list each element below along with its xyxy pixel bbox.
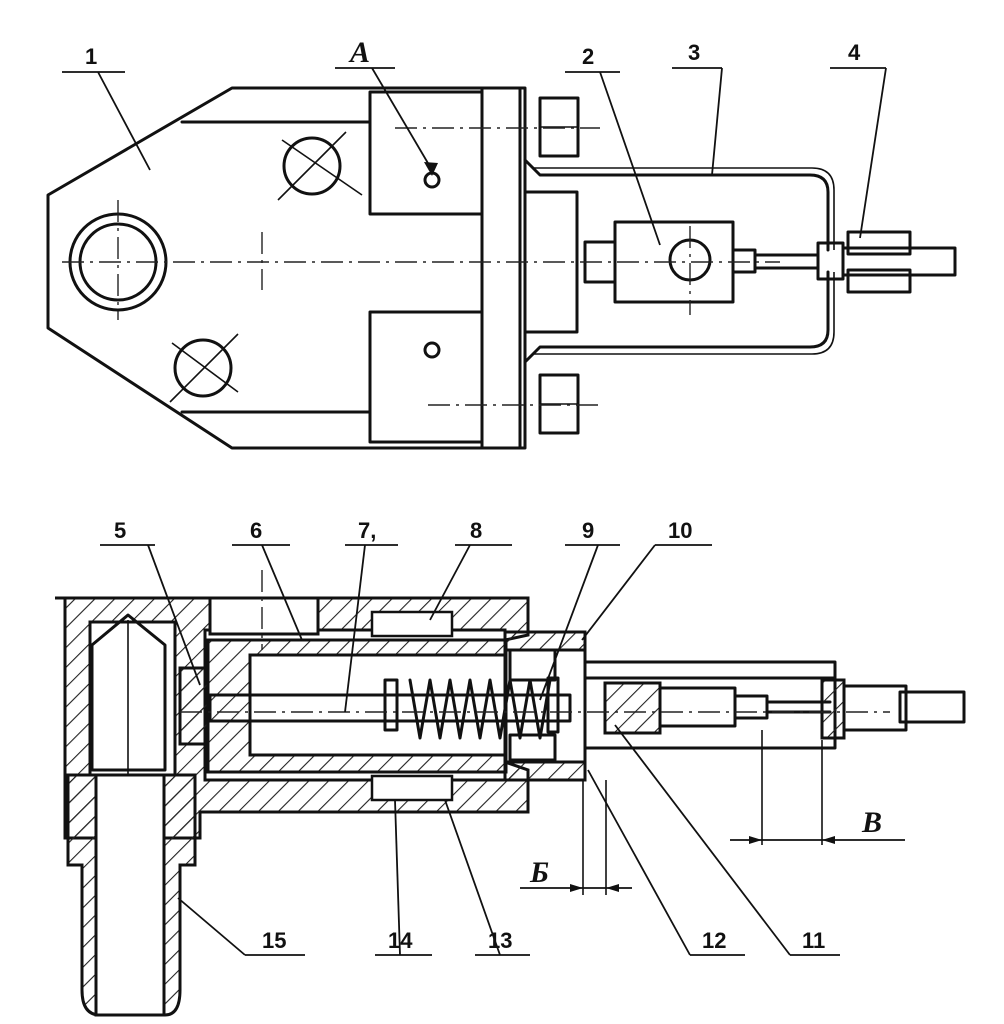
nut xyxy=(603,681,662,735)
top-port xyxy=(208,596,320,636)
callout-10: 10 xyxy=(668,518,692,543)
callout-8: 8 xyxy=(470,518,482,543)
callout-3: 3 xyxy=(688,40,700,65)
housing-outline xyxy=(46,86,527,450)
top-view-leaders xyxy=(62,67,887,246)
callout-6: 6 xyxy=(250,518,262,543)
clamp-block-lower xyxy=(368,310,484,444)
callout-1: 1 xyxy=(85,44,97,69)
callout-11: 11 xyxy=(802,928,825,953)
seal-upper xyxy=(370,610,454,638)
spring xyxy=(408,678,552,740)
callout-15: 15 xyxy=(262,928,286,953)
dimension-marker-b: Б xyxy=(529,856,549,889)
callout-2: 2 xyxy=(582,44,594,69)
probe xyxy=(841,246,957,277)
top-view xyxy=(46,86,957,450)
bolt-hole-upper xyxy=(277,131,363,201)
pin-marker-b xyxy=(423,341,441,359)
dimension-marker-v: В xyxy=(861,806,882,839)
section-view xyxy=(55,570,966,1017)
callout-14: 14 xyxy=(388,928,413,953)
bracket xyxy=(523,158,830,364)
callout-9: 9 xyxy=(582,518,594,543)
section-view-leaders xyxy=(100,544,840,956)
callout-13: 13 xyxy=(488,928,512,953)
callout-4: 4 xyxy=(848,40,861,65)
callout-12: 12 xyxy=(702,928,726,953)
bolt-hole-lower xyxy=(169,333,239,403)
rod xyxy=(208,693,572,723)
clamp-block-upper xyxy=(368,90,484,216)
callout-7: 7, xyxy=(358,518,376,543)
callout-5: 5 xyxy=(114,518,126,543)
view-marker-a: A xyxy=(348,36,370,69)
seal-lower xyxy=(370,774,454,802)
